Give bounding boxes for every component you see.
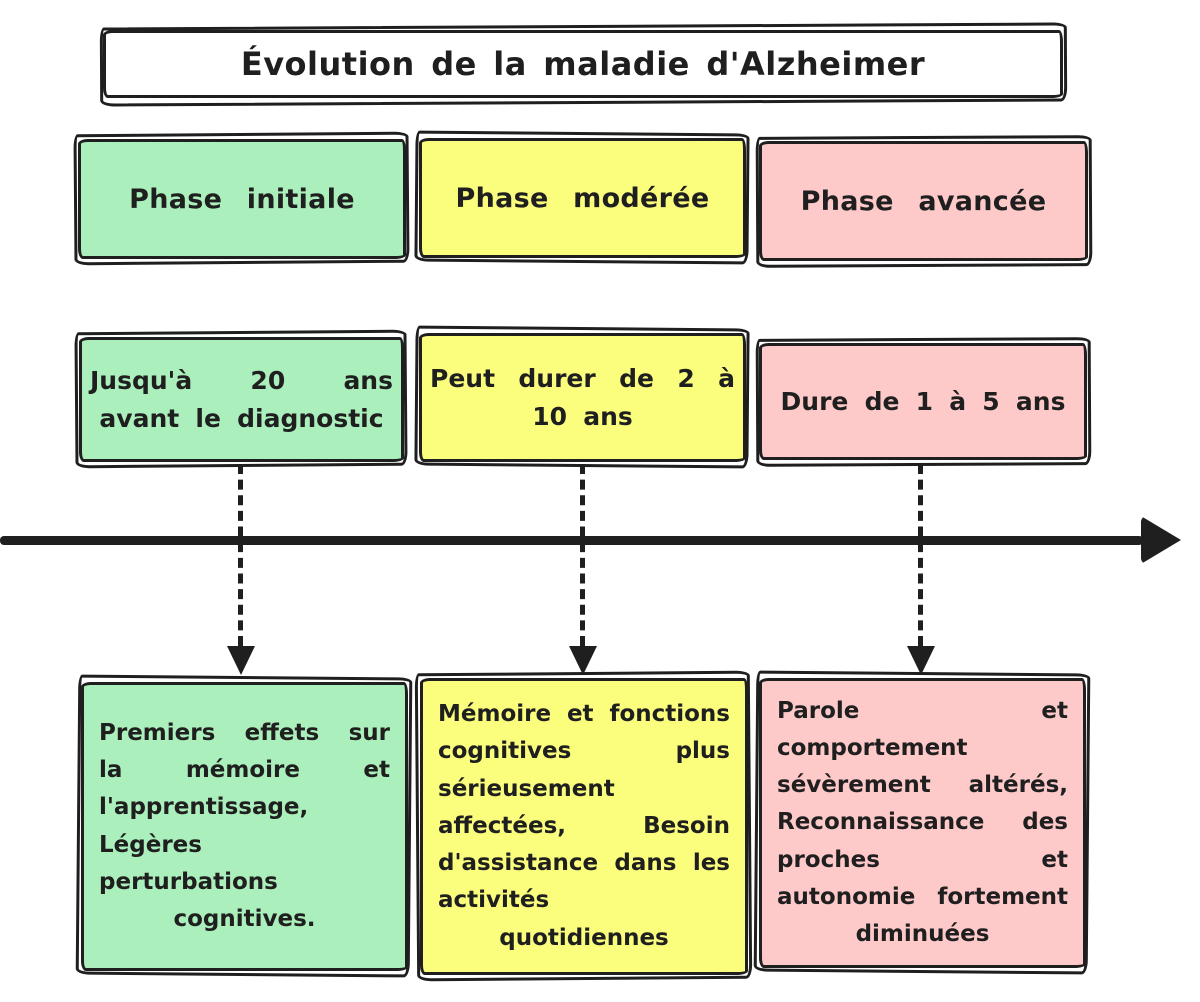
diagram-title-box: Évolution de la maladie d'Alzheimer	[103, 30, 1063, 98]
description-box-avancee: Parole et comportement sévèrement altéré…	[759, 678, 1086, 968]
timeline-arrowhead-icon	[1141, 516, 1181, 564]
phase-box-moderee: Phase modérée	[419, 138, 746, 258]
description-moderee-text: Mémoire et fonctions cognitives plus sér…	[438, 701, 730, 951]
phase-moderee-label: Phase modérée	[455, 182, 710, 214]
duration-avancee-text: Dure de 1 à 5 ans	[780, 386, 1066, 416]
down-arrowhead-icon	[227, 646, 255, 675]
duration-box-moderee: Peut durer de 2 à 10 ans	[419, 333, 746, 462]
description-box-moderee: Mémoire et fonctions cognitives plus sér…	[420, 678, 748, 975]
down-arrowhead-icon	[907, 646, 935, 675]
phase-box-avancee: Phase avancée	[759, 141, 1088, 261]
description-box-initiale: Premiers effets sur la mémoire et l'appr…	[81, 682, 408, 971]
dashed-connector-moderee	[580, 464, 585, 646]
duration-box-initiale: Jusqu'à 20 ans avant le diagnostic	[79, 337, 404, 462]
phase-avancee-label: Phase avancée	[800, 185, 1047, 217]
duration-box-avancee: Dure de 1 à 5 ans	[759, 343, 1087, 460]
down-arrowhead-icon	[569, 646, 597, 675]
duration-initiale-text: Jusqu'à 20 ans avant le diagnostic	[90, 366, 393, 433]
phase-initiale-label: Phase initiale	[129, 183, 355, 215]
timeline-axis	[0, 536, 1143, 545]
dashed-connector-avancee	[918, 464, 923, 646]
duration-moderee-text: Peut durer de 2 à 10 ans	[430, 364, 735, 431]
description-avancee-text: Parole et comportement sévèrement altéré…	[777, 697, 1068, 948]
dashed-connector-initiale	[238, 464, 243, 646]
diagram-title: Évolution de la maladie d'Alzheimer	[240, 45, 926, 83]
description-initiale-text: Premiers effets sur la mémoire et l'appr…	[99, 719, 390, 932]
phase-box-initiale: Phase initiale	[78, 139, 406, 259]
